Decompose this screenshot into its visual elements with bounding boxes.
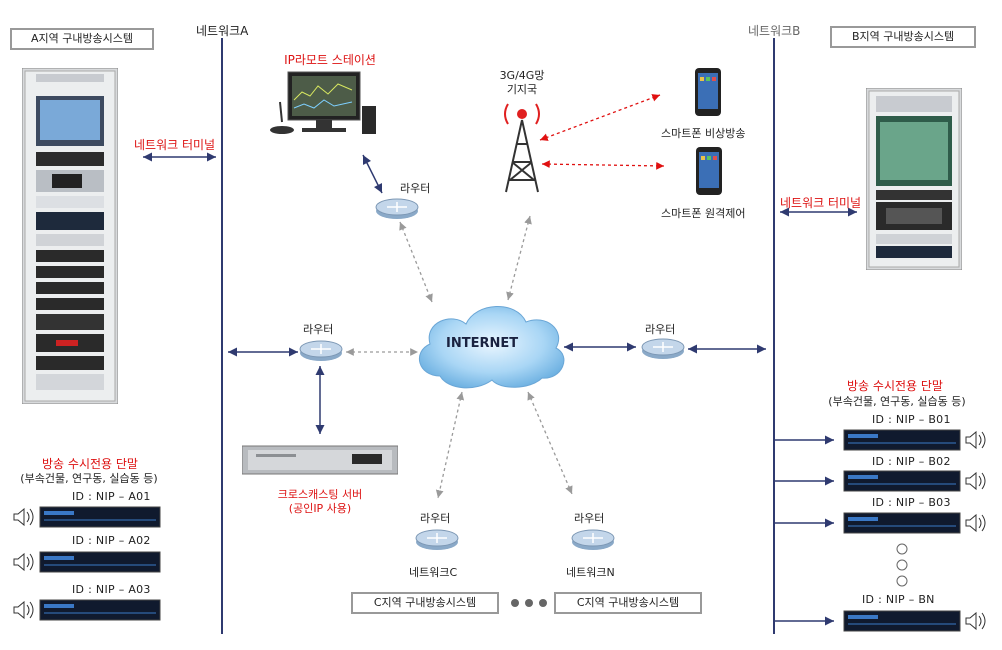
b-receivers-title: 방송 수시전용 단말 xyxy=(847,379,943,393)
network-c-name: 네트워크C xyxy=(409,566,458,579)
a-receiver-unit xyxy=(12,505,162,529)
b-receiver-unit xyxy=(842,428,990,452)
base-station-label-line2: 기지국 xyxy=(506,83,538,96)
b-receiver-id: ID : NIP – BN xyxy=(862,593,935,606)
internet-label: INTERNET xyxy=(446,336,519,351)
router-n-label: 라우터 xyxy=(574,512,605,525)
router-n-icon xyxy=(570,528,616,552)
smartphone-1-label: 스마트폰 비상방송 xyxy=(661,127,746,140)
b-receiver-id: ID : NIP – B03 xyxy=(872,496,951,509)
a-receiver-id: ID : NIP – A01 xyxy=(72,490,151,503)
a-receivers-title: 방송 수시전용 단말 xyxy=(42,457,138,471)
ip-router-label: 라우터 xyxy=(400,182,431,195)
router-c-icon xyxy=(414,528,460,552)
b-receivers-subtitle: (부속건물, 연구동, 실습동 등) xyxy=(828,395,966,408)
smartphone-icon xyxy=(695,146,723,196)
right-router-label: 라우터 xyxy=(645,323,676,336)
router-c-label: 라우터 xyxy=(420,512,451,525)
smartphone-icon xyxy=(694,67,722,117)
cross-server-label-line1: 크로스캐스팅 서버 xyxy=(277,488,363,501)
cross-server-label-line2: (공인IP 사용) xyxy=(288,502,352,515)
a-system-label: A지역 구내방송시스템 xyxy=(10,28,154,50)
b-receiver-id: ID : NIP – B01 xyxy=(872,413,951,426)
b-system-label: B지역 구내방송시스템 xyxy=(830,26,976,48)
network-b-title: 네트워크B xyxy=(748,24,801,38)
cross-server-image xyxy=(241,442,399,478)
cell-tower-icon xyxy=(494,100,550,196)
right-router-icon xyxy=(640,337,686,361)
left-router-icon xyxy=(298,339,344,363)
base-station-label-line1: 3G/4G망 xyxy=(499,69,545,82)
network-a-title: 네트워크A xyxy=(196,24,249,38)
internet-cloud xyxy=(419,306,565,389)
b-rack-image xyxy=(865,87,963,271)
b-receiver-unit xyxy=(842,511,990,535)
b-receiver-unit xyxy=(842,469,990,493)
ip-router-icon xyxy=(374,197,420,221)
a-rack-image xyxy=(21,67,119,405)
b-receiver-id: ID : NIP – B02 xyxy=(872,455,951,468)
network-n-name: 네트워크N xyxy=(566,566,615,579)
n-system-label: C지역 구내방송시스템 xyxy=(554,592,702,614)
a-receiver-unit xyxy=(12,598,162,622)
a-terminal-label: 네트워크 터미널 xyxy=(134,138,216,152)
a-receiver-id: ID : NIP – A03 xyxy=(72,583,151,596)
a-receiver-unit xyxy=(12,550,162,574)
smartphone-2-label: 스마트폰 원격제어 xyxy=(661,207,746,220)
ip-remote-station-label: IP라모트 스테이션 xyxy=(284,53,376,67)
c-system-label: C지역 구내방송시스템 xyxy=(351,592,499,614)
ip-remote-station-image xyxy=(268,70,380,140)
b-receiver-unit xyxy=(842,609,990,633)
a-receiver-id: ID : NIP – A02 xyxy=(72,534,151,547)
a-receivers-subtitle: (부속건물, 연구동, 실습동 등) xyxy=(20,472,158,485)
left-router-label: 라우터 xyxy=(303,323,334,336)
b-terminal-label: 네트워크 터미널 xyxy=(780,196,862,210)
